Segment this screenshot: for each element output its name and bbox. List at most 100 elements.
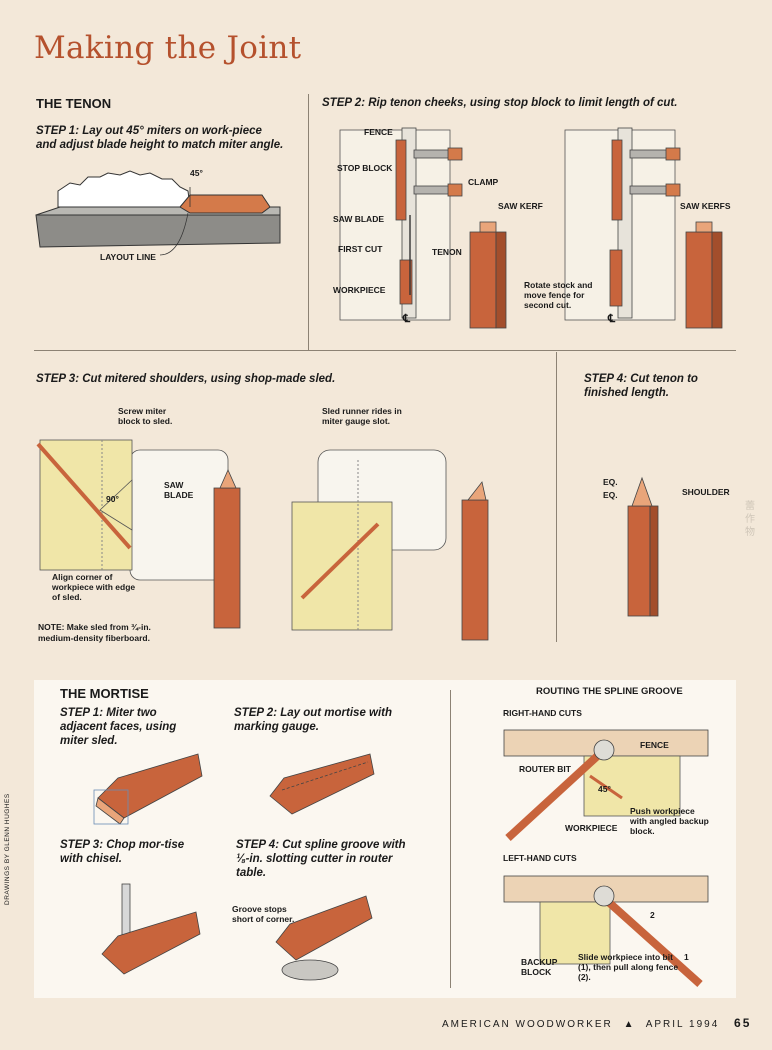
mortise-stock-4 [275,895,373,961]
right-cuts-illustration [503,729,709,841]
saw-blade-shape [57,170,191,208]
layout-line-leader [159,212,189,256]
tenon-step4-text: STEP 4: Cut tenon to finished length. [584,373,698,399]
right-angle-label: 45° [598,784,611,794]
label-tenon: TENON [432,247,462,257]
clamp-handle-4 [665,183,681,197]
label-eq1: EQ. [603,477,618,487]
push-arrow [589,774,623,800]
routing-heading: ROUTING THE SPLINE GROOVE [536,686,683,697]
tenon-stock-side [495,231,507,329]
mortise-stock-1 [97,753,203,819]
label-sled-runner: Sled runner rides in miter gauge slot. [322,406,402,426]
saw-table-outline [129,449,229,581]
left-backup-block [539,901,611,965]
label-saw-kerf: SAW KERF [498,201,543,211]
label-screw-miter: Screw miter block to sled. [118,406,173,426]
router-bit-shape [593,739,615,761]
saw-table-panel [339,129,451,321]
workpiece-plan-2 [609,249,623,307]
n2-label: 2 [650,910,655,920]
label-saw-kerfs: SAW KERFS [680,201,731,211]
push-label: Push workpiece with angled backup block. [630,806,709,836]
groove-note: Groove stops short of corner. [232,904,295,924]
clamp-bar-3 [629,149,671,159]
clamp-handle-3 [665,147,681,161]
clamp-handle-1 [447,147,463,161]
step3-stock-2 [461,499,489,641]
mortise-divider [450,690,451,988]
mortise-step4-text: STEP 4: Cut spline groove with ⅛-in. slo… [236,839,406,879]
tenon-step1-text: STEP 1: Lay out 45° miters on work-piece… [36,125,284,151]
mortise-outline-box [93,789,129,825]
footer-magazine: AMERICAN WOODWORKER [442,1019,613,1030]
tenon-stock-shape [469,231,497,329]
tenon-cheek [479,221,497,233]
fence-diagonal [36,442,132,550]
label-angle90: 90° [106,494,119,504]
right-cuts-title: RIGHT-HAND CUTS [503,708,582,718]
right-workpiece-label: WORKPIECE [565,823,618,833]
clamp-bar-4 [629,185,671,195]
left-router-bit [593,885,615,907]
step4-tenon [631,476,653,507]
gauge-line [281,761,369,791]
tenon-step3-text: STEP 3: Cut mitered shoulders, using sho… [36,373,336,385]
step4-stock-side [649,505,659,617]
label-sled-note: NOTE: Make sled from ¾-in. medium-densit… [38,622,151,643]
backup-block-label: BACKUP BLOCK [521,957,558,977]
label-fence: FENCE [364,127,393,137]
left-workpiece [601,895,703,987]
step3-right-illustration [291,449,489,641]
mortise-step3-illustration [101,883,201,975]
right-backup-block [583,755,681,817]
page-title: Making the Joint [34,30,302,66]
tenon-step2-text: STEP 2: Rip tenon cheeks, using stop blo… [322,97,678,109]
label-saw-blade-3: SAW BLADE [164,480,194,500]
footer-page-number: 65 [734,1016,752,1030]
step1-layout-line-label: LAYOUT LINE [100,252,156,262]
mortise-stock-3 [101,911,201,975]
slide-label: Slide workpiece into bit (1), then pull … [578,952,679,982]
mortise-step1-illustration [93,753,203,825]
slotting-cutter [281,959,339,981]
left-cuts-title: LEFT-HAND CUTS [503,853,577,863]
mortise-heading: THE MORTISE [60,686,149,701]
label-clamp: CLAMP [468,177,499,187]
label-shoulder: SHOULDER [682,487,730,497]
label-eq2: EQ. [603,490,618,500]
sled-shape-2 [291,501,393,631]
step3-tenon-tip-2 [467,481,487,501]
step3-tenon-tip [219,469,237,489]
step4-stock [627,505,651,617]
step3-stock [213,487,241,629]
step1-angle-label: 45° [190,168,203,178]
saw-table-shape [35,214,281,248]
workpiece-plan [399,259,413,305]
tenon-stock-side-2 [711,231,723,329]
right-fence-label: FENCE [640,740,669,750]
clamp-handle-2 [447,183,463,197]
mortise-step2-illustration [269,753,375,815]
n1-label: 1 [684,952,689,962]
chisel-shape [121,883,131,941]
divider-horizontal-1 [34,350,736,351]
tenon-stock-shape-2 [685,231,713,329]
label-centerline-1: ℄ [403,313,411,325]
footer-separator: ▲ [623,1019,636,1030]
footer-issue: APRIL 1994 [645,1019,720,1030]
mortise-step2-text: STEP 2: Lay out mortise with marking gau… [234,707,393,733]
stop-block-shape [395,139,407,221]
label-first-cut: FIRST CUT [338,244,383,254]
label-align-corner: Align corner of workpiece with edge of s… [52,572,136,602]
label-workpiece: WORKPIECE [333,285,386,295]
label-rotate-note: Rotate stock and move fence for second c… [524,280,593,310]
step1-illustration [35,170,281,256]
step3-left-illustration [36,439,241,629]
label-stop-block: STOP BLOCK [337,163,393,173]
stop-block-shape-2 [611,139,623,221]
tenon-heading: THE TENON [36,96,112,111]
mortise-step3-text: STEP 3: Chop mor-tise with chisel. [60,839,185,865]
footer: AMERICAN WOODWORKER ▲ APRIL 1994 65 [442,1016,751,1030]
